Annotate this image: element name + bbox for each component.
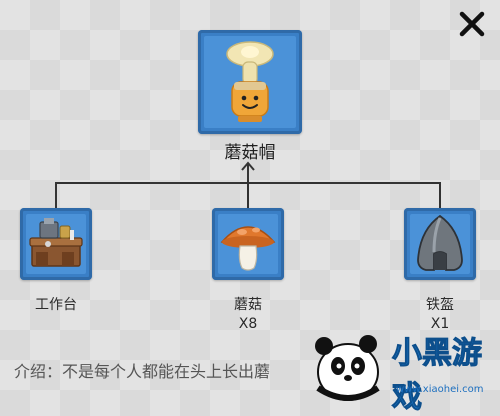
workbench-icon <box>29 218 83 267</box>
close-icon <box>459 11 485 37</box>
item-description: 介绍：不是每个人都能在头上长出蘑 <box>14 362 271 381</box>
ingredient-quantity-iron-helmet: X1 <box>430 316 450 332</box>
iron-helmet-icon <box>417 214 463 271</box>
ingredient-slot-mushroom[interactable] <box>212 208 284 280</box>
ingredient-name-workbench: 工作台 <box>35 297 77 313</box>
ingredient-name-iron-helmet: 铁盔 <box>426 297 454 313</box>
recipe-connector-center <box>247 164 249 208</box>
ingredient-slot-workbench[interactable] <box>20 208 92 280</box>
result-item-name: 蘑菇帽 <box>224 143 276 163</box>
watermark-url: www.xiaohei.com <box>396 384 484 395</box>
result-item-slot[interactable] <box>198 30 302 134</box>
panda-mascot-icon <box>315 335 380 401</box>
ingredient-quantity-mushroom: X8 <box>238 316 258 332</box>
site-watermark: 小黑游戏 www.xiaohei.com <box>300 322 500 416</box>
recipe-connector-right <box>439 182 441 208</box>
arrow-up-icon <box>241 161 255 171</box>
recipe-connector-left <box>55 182 57 208</box>
mushroom-icon <box>220 226 276 271</box>
watermark-logo-text: 小黑游戏 <box>392 336 483 416</box>
ingredient-name-mushroom: 蘑菇 <box>234 297 262 313</box>
ingredient-slot-iron-helmet[interactable] <box>404 208 476 280</box>
close-button[interactable] <box>456 8 488 40</box>
mushroom-hat-icon <box>226 41 274 122</box>
